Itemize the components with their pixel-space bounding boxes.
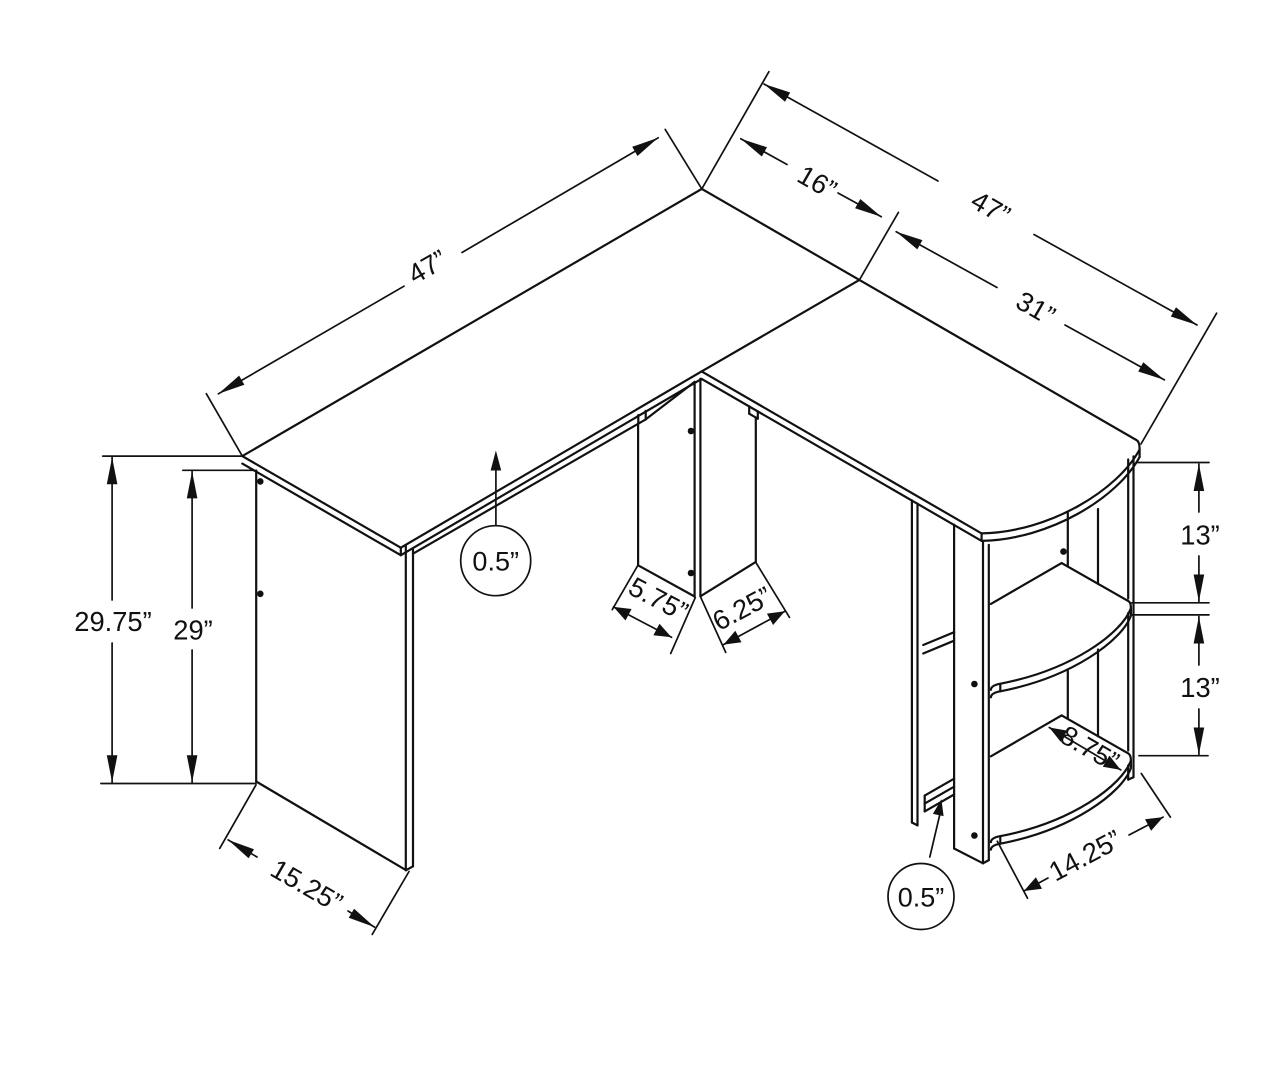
svg-text:47”: 47” — [966, 184, 1016, 231]
svg-text:14.25”: 14.25” — [1044, 824, 1127, 888]
svg-text:15.25”: 15.25” — [265, 853, 348, 919]
svg-text:47”: 47” — [402, 243, 452, 290]
svg-text:29”: 29” — [173, 614, 212, 645]
svg-text:31”: 31” — [1011, 285, 1061, 332]
svg-text:5.75”: 5.75” — [624, 571, 693, 628]
svg-text:29.75”: 29.75” — [74, 606, 151, 637]
svg-text:13”: 13” — [1180, 672, 1219, 703]
svg-text:0.5”: 0.5” — [472, 547, 519, 577]
svg-text:13”: 13” — [1180, 519, 1219, 550]
svg-text:6.25”: 6.25” — [707, 580, 776, 637]
svg-text:16”: 16” — [792, 159, 842, 206]
svg-text:0.5”: 0.5” — [898, 883, 945, 913]
